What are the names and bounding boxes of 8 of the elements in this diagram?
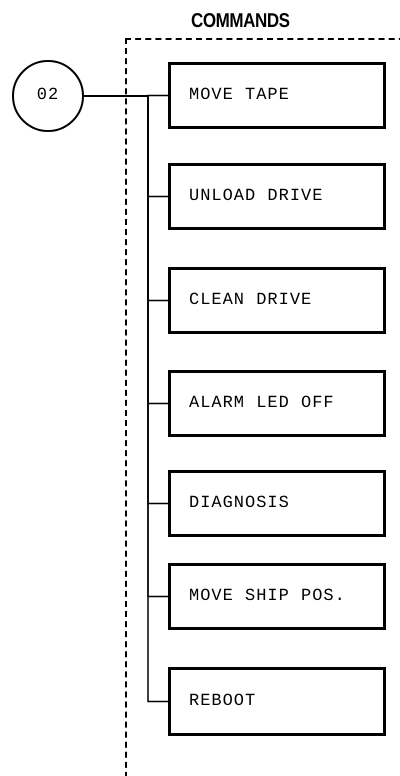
- group-title: COMMANDS: [191, 9, 290, 34]
- command-box: MOVE TAPE: [168, 62, 386, 129]
- command-box: REBOOT: [168, 667, 386, 736]
- command-box: MOVE SHIP POS.: [168, 563, 386, 630]
- command-box: UNLOAD DRIVE: [168, 163, 386, 230]
- command-box: ALARM LED OFF: [168, 370, 386, 437]
- command-box: DIAGNOSIS: [168, 470, 386, 537]
- command-box: CLEAN DRIVE: [168, 267, 386, 334]
